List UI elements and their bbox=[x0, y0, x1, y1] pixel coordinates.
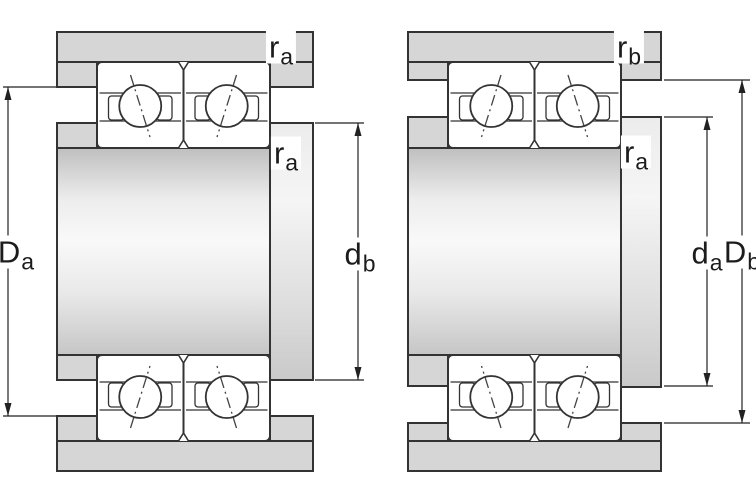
dim-label-Db: Db bbox=[720, 235, 756, 273]
bearing-cell bbox=[96, 354, 185, 442]
spacer-inner-bottom-left bbox=[56, 354, 98, 381]
spacer-inner-bottom-left bbox=[407, 354, 449, 387]
bearing-cell bbox=[533, 61, 622, 149]
left-bearing-pair-bottom bbox=[96, 354, 271, 442]
bearing-cell bbox=[447, 354, 536, 442]
right-figure bbox=[407, 31, 750, 472]
spacer-outer-bottom-left bbox=[407, 422, 449, 442]
housing-bottom-band bbox=[56, 440, 314, 472]
spacer-inner-top-left bbox=[407, 116, 449, 149]
fillet-label-rb-top-right: rb bbox=[613, 30, 645, 68]
bearing-cell bbox=[533, 354, 622, 442]
right-bearing-pair-bottom bbox=[447, 354, 622, 442]
right-shaft bbox=[407, 116, 662, 388]
fillet-label-ra-top-left: ra bbox=[265, 30, 297, 68]
fillet-label-ra-inner-right: ra bbox=[620, 135, 652, 173]
bearing-cell bbox=[96, 61, 185, 149]
bearing-cell bbox=[447, 61, 536, 149]
right-abutment-spacers bbox=[407, 61, 449, 442]
bearing-cell bbox=[182, 61, 271, 149]
left-bearing-pair-top bbox=[96, 61, 271, 149]
dim-label-Da: Da bbox=[0, 235, 38, 273]
left-ring-joint-notches bbox=[177, 61, 190, 442]
bearing-cell bbox=[182, 354, 271, 442]
right-ring-joint-notches bbox=[528, 61, 541, 442]
right-bearing-pair-top bbox=[447, 61, 622, 149]
spacer-outer-top-left bbox=[56, 61, 98, 88]
spacer-outer-top-left bbox=[407, 61, 449, 81]
housing-shoulder-bottom-right bbox=[269, 415, 314, 442]
left-abutment-spacers bbox=[56, 61, 98, 442]
dim-label-da: da bbox=[688, 236, 726, 274]
spacer-inner-top-left bbox=[56, 122, 98, 149]
housing-shoulder-bottom-right bbox=[620, 422, 662, 442]
left-figure bbox=[3, 31, 364, 472]
shaft-section bbox=[407, 147, 622, 356]
dim-label-db: db bbox=[341, 237, 379, 275]
spacer-outer-bottom-left bbox=[56, 415, 98, 442]
housing-bottom-band bbox=[407, 440, 662, 472]
shaft-section bbox=[56, 147, 271, 356]
fillet-label-ra-inner-left: ra bbox=[270, 136, 302, 174]
